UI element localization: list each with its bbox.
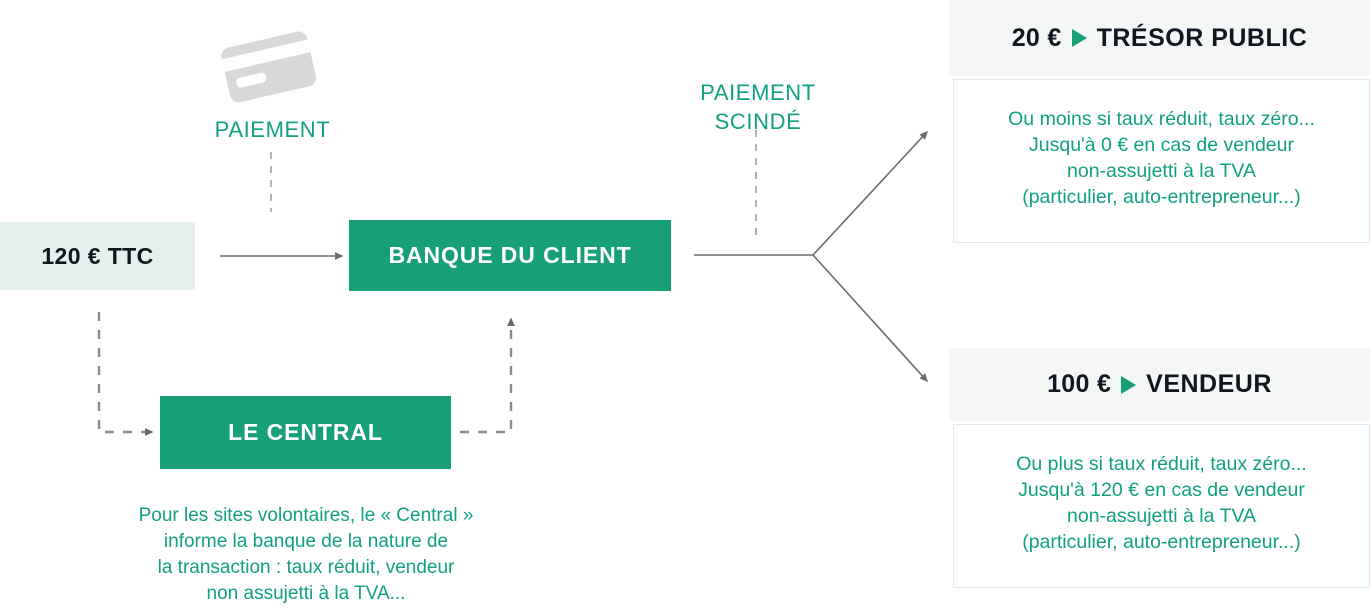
arrow-split-to-vendeur: [812, 254, 929, 383]
card-body-vendeur: Ou plus si taux réduit, taux zéro... Jus…: [953, 424, 1370, 588]
node-bank: BANQUE DU CLIENT: [349, 220, 671, 291]
vendeur-amount: 100 €: [1047, 370, 1112, 398]
arrow-split-to-tresor: [812, 130, 929, 256]
bank-label: BANQUE DU CLIENT: [388, 242, 632, 268]
vendeur-body-text: Ou plus si taux réduit, taux zéro... Jus…: [1016, 453, 1307, 553]
vendeur-name: VENDEUR: [1146, 370, 1272, 398]
amount-ttc-label: 120 € TTC: [41, 242, 154, 269]
card-header-tresor-public: 20 € TRÉSOR PUBLIC: [949, 0, 1370, 76]
note-central: Pour les sites volontaires, le « Central…: [138, 505, 474, 604]
card-body-tresor-public: Ou moins si taux réduit, taux zéro... Ju…: [953, 79, 1370, 243]
node-central: LE CENTRAL: [160, 396, 451, 469]
card-header-vendeur: 100 € VENDEUR: [949, 348, 1370, 421]
tresor-amount: 20 €: [1011, 23, 1062, 52]
node-amount-ttc: 120 € TTC: [0, 222, 195, 290]
triangle-right-icon: [1071, 29, 1087, 47]
triangle-right-icon: [1121, 375, 1137, 394]
label-paiement-scinde: PAIEMENT SCINDÉ: [700, 80, 816, 134]
label-paiement: PAIEMENT: [214, 117, 331, 142]
dashed-central-to-bank: [460, 317, 515, 434]
tresor-name: TRÉSOR PUBLIC: [1096, 23, 1308, 52]
dashed-ttc-to-central: [97, 312, 154, 436]
central-label: LE CENTRAL: [228, 419, 383, 445]
tresor-body-text: Ou moins si taux réduit, taux zéro... Ju…: [1008, 108, 1315, 208]
credit-card-icon: [221, 31, 317, 103]
